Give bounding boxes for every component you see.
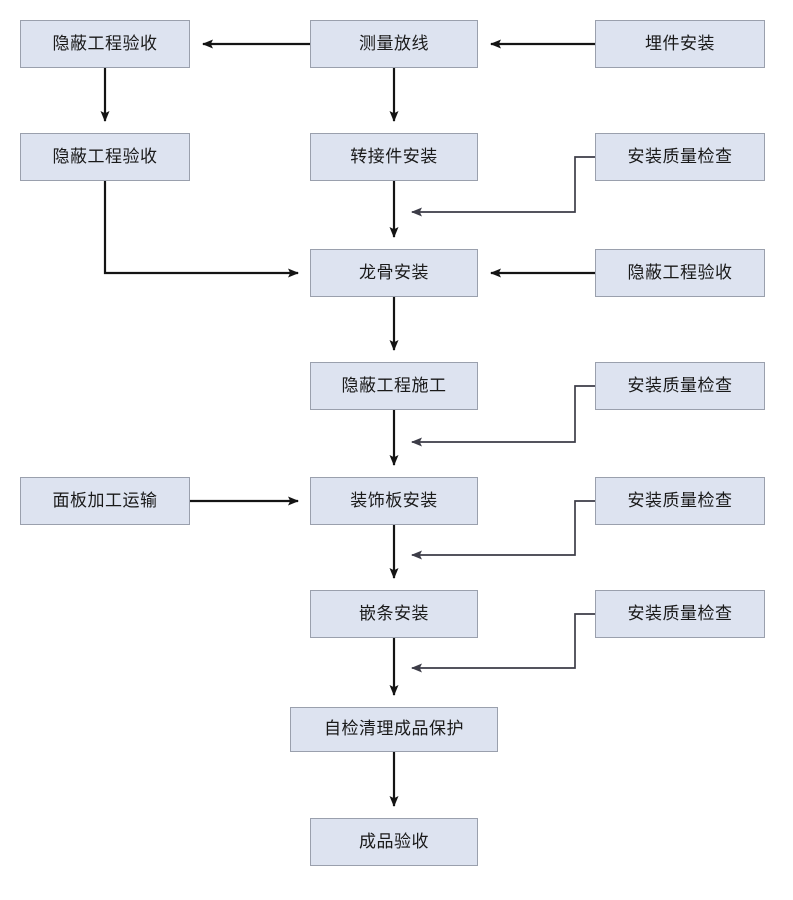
- node-qiantiao-anzhuang[interactable]: 嵌条安装: [310, 590, 478, 638]
- node-anzhuang-zhiliang-jiancha-1[interactable]: 安装质量检查: [595, 133, 765, 181]
- node-celiang-fangxian[interactable]: 测量放线: [310, 20, 478, 68]
- edge-zhiliang2-feedback: [411, 385, 595, 447]
- node-anzhuang-zhiliang-jiancha-3[interactable]: 安装质量检查: [595, 477, 765, 525]
- edge-zhiliang1-feedback: [411, 156, 595, 217]
- node-label: 自检清理成品保护: [324, 719, 464, 739]
- node-longgu-anzhuang[interactable]: 龙骨安装: [310, 249, 478, 297]
- node-label: 龙骨安装: [359, 262, 429, 283]
- node-label: 安装质量检查: [627, 490, 733, 511]
- node-yinbi-gongcheng-yanshou-1[interactable]: 隐蔽工程验收: [20, 20, 190, 68]
- edge-zhiliang3-feedback: [411, 500, 595, 560]
- node-label: 隐蔽工程验收: [52, 146, 158, 167]
- node-label: 面板加工运输: [52, 490, 158, 511]
- node-label: 安装质量检查: [627, 603, 733, 624]
- node-zijian-qingli-chengpin-baohu[interactable]: 自检清理成品保护: [290, 707, 498, 752]
- node-maijian-anzhuang[interactable]: 埋件安装: [595, 20, 765, 68]
- node-zhuanjiejian-anzhuang[interactable]: 转接件安装: [310, 133, 478, 181]
- node-yinbi-gongcheng-yanshou-2[interactable]: 隐蔽工程验收: [20, 133, 190, 181]
- node-label: 安装质量检查: [627, 146, 733, 167]
- node-yinbi-gongcheng-yanshou-3[interactable]: 隐蔽工程验收: [595, 249, 765, 297]
- node-label: 隐蔽工程施工: [341, 375, 447, 396]
- node-label: 隐蔽工程验收: [52, 33, 158, 54]
- node-label: 成品验收: [359, 831, 429, 852]
- node-label: 嵌条安装: [359, 603, 429, 624]
- node-anzhuang-zhiliang-jiancha-4[interactable]: 安装质量检查: [595, 590, 765, 638]
- node-mianban-jiagong-yunshu[interactable]: 面板加工运输: [20, 477, 190, 525]
- node-anzhuang-zhiliang-jiancha-2[interactable]: 安装质量检查: [595, 362, 765, 410]
- edge-yinbi2-to-longgu: [103, 181, 299, 278]
- node-zhuangshiban-anzhuang[interactable]: 装饰板安装: [310, 477, 478, 525]
- node-label: 转接件安装: [350, 146, 438, 167]
- edge-zhiliang4-feedback: [411, 613, 595, 673]
- node-label: 安装质量检查: [627, 375, 733, 396]
- node-label: 装饰板安装: [350, 490, 438, 511]
- node-chengpin-yanshou[interactable]: 成品验收: [310, 818, 478, 866]
- node-label: 隐蔽工程验收: [627, 262, 733, 283]
- node-label: 测量放线: [359, 33, 429, 54]
- node-yinbi-gongcheng-shigong[interactable]: 隐蔽工程施工: [310, 362, 478, 410]
- node-label: 埋件安装: [645, 33, 715, 54]
